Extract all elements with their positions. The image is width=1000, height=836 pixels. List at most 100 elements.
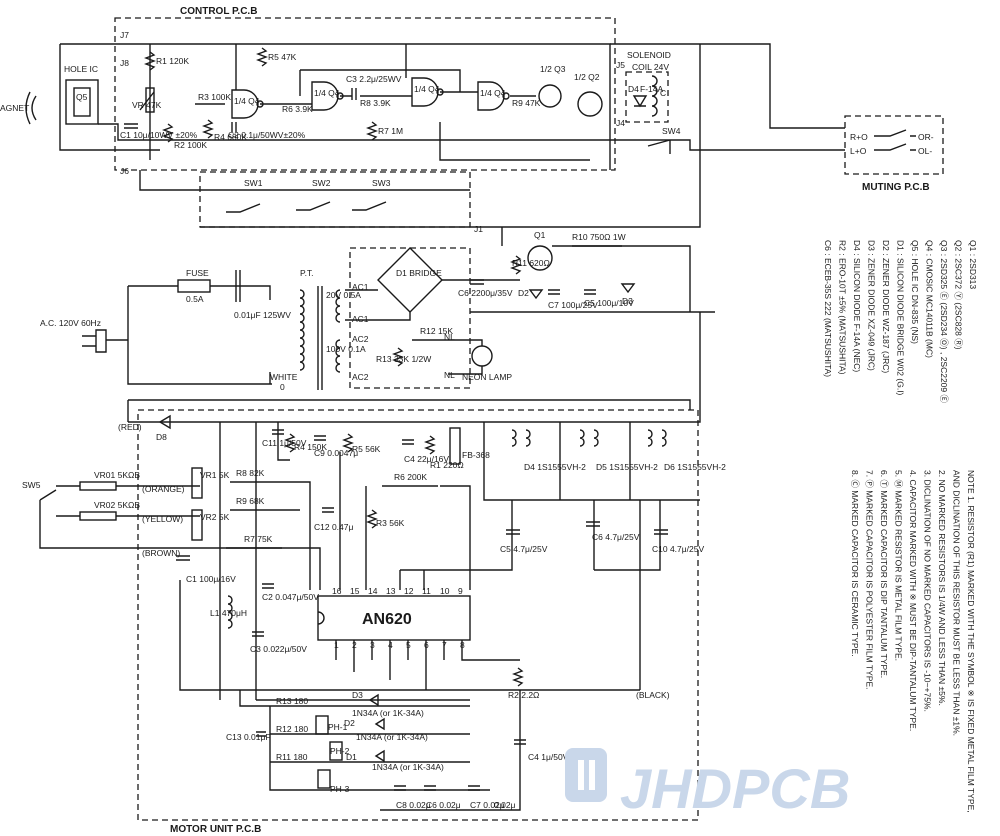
- svg-text:Q1: Q1: [534, 230, 546, 240]
- d3-zener: D3: [620, 283, 636, 306]
- svg-text:OR-: OR-: [918, 132, 934, 142]
- c6b-capacitor: C6 0.02μ: [424, 785, 461, 810]
- svg-text:L+O: L+O: [850, 146, 867, 156]
- svg-text:R13 180: R13 180: [276, 696, 308, 706]
- svg-text:9: 9: [458, 586, 463, 596]
- vr01-pot: VR01 5KΩB: [79, 470, 140, 491]
- r6m-resistor: R6 200K: [382, 472, 438, 487]
- note-line-6: 6. Ⓣ MARKED CAPACITOR IS DIP TANTALUM TY…: [879, 470, 889, 678]
- svg-text:0: 0: [280, 382, 285, 392]
- c6-capacitor: C6 2200μ/35V: [458, 279, 513, 298]
- d8-diode: D8: [156, 414, 171, 442]
- svg-text:R10 750Ω 1W: R10 750Ω 1W: [572, 232, 626, 242]
- svg-text:D1 BRIDGE: D1 BRIDGE: [396, 268, 442, 278]
- c5-capacitor: C5 100μ/10V: [584, 289, 634, 308]
- vr02-pot: VR02 5KΩB: [79, 500, 140, 521]
- svg-text:10: 10: [440, 586, 450, 596]
- c4m-capacitor: C4 22μ/16V: [402, 439, 449, 464]
- sw5-switch: SW5: [22, 480, 138, 549]
- parts-list-item-4: Q5 : HOLE IC DN-835 (NS): [910, 240, 920, 344]
- svg-text:D4 1S1555VH-2: D4 1S1555VH-2: [524, 462, 586, 472]
- brown-wire-label: (BROWN): [142, 548, 180, 558]
- solenoid-label: SOLENOID: [627, 50, 671, 60]
- svg-text:VR 47K: VR 47K: [132, 100, 162, 110]
- svg-text:C11 1μ/50V: C11 1μ/50V: [262, 438, 307, 448]
- svg-text:R9 47K: R9 47K: [512, 98, 541, 108]
- svg-text:1/4 Q4: 1/4 Q4: [234, 96, 260, 106]
- parts-list-item-7: D3 : ZENER DIODE XZ-049 (JRC): [867, 240, 877, 371]
- power-transformer: P.T. 20V 0.5A 100V 0.1A WHITE 0: [270, 268, 366, 392]
- motor-coils-d5: D5 1S1555VH-2: [579, 429, 658, 472]
- c4b-capacitor: C4 1μ/50V: [514, 739, 569, 762]
- r1-resistor: R1 120K: [144, 51, 189, 71]
- svg-text:VR1 5K: VR1 5K: [200, 470, 230, 480]
- svg-text:D5 1S1555VH-2: D5 1S1555VH-2: [596, 462, 658, 472]
- svg-text:D8: D8: [156, 432, 167, 442]
- svg-text:R3 56K: R3 56K: [376, 518, 405, 528]
- svg-text:C2 0.047μ/50V: C2 0.047μ/50V: [262, 592, 319, 602]
- sw2-switch: SW2: [296, 178, 331, 211]
- r4m-resistor: R4 150K: [284, 433, 327, 453]
- svg-text:A.C. 120V 60Hz: A.C. 120V 60Hz: [40, 318, 101, 328]
- c9-capacitor: C9 0.0047μ: [314, 435, 358, 458]
- svg-text:13: 13: [386, 586, 396, 596]
- note-line-0: NOTE 1. RESISTOR (R1) MARKED WITH THE SY…: [966, 470, 976, 813]
- note-line-1: AND DICLINATION OF THIS RESISTOR MUST BE…: [952, 470, 962, 736]
- d2m-diode: D2 1N34A (or 1K-34A): [344, 717, 428, 742]
- j7-label: J7: [120, 30, 129, 40]
- svg-text:D1: D1: [346, 752, 357, 762]
- c8-capacitor: C8 0.02μ: [394, 785, 431, 810]
- svg-text:C2 0.1μ/50WV±20%: C2 0.1μ/50WV±20%: [228, 130, 306, 140]
- yellow-wire-label: (YELLOW): [142, 514, 183, 524]
- r7m-resistor: R7 75K: [226, 534, 282, 549]
- svg-text:R2 2.2Ω: R2 2.2Ω: [508, 690, 539, 700]
- d3m-diode: D3 1N34A (or 1K-34A): [352, 690, 424, 718]
- r8m-resistor: R8 82K: [230, 468, 278, 483]
- q4d-nand-gate: 1/4 Q4: [477, 81, 510, 111]
- svg-text:D2: D2: [344, 718, 355, 728]
- q4c-nand-gate: 1/4 Q4: [411, 77, 444, 107]
- x-capacitor: 0.01μF 125WV: [234, 270, 291, 320]
- svg-text:R12 15K: R12 15K: [420, 326, 453, 336]
- c6m-capacitor: C6 4.7μ/25V: [586, 521, 640, 542]
- q1-transistor: Q1: [527, 230, 553, 271]
- svg-text:R3 100K: R3 100K: [198, 92, 231, 102]
- svg-text:R+O: R+O: [850, 132, 868, 142]
- vr-trimmer: VR 47K: [132, 87, 162, 113]
- c3-capacitor: C3 2.2μ/25WV: [346, 74, 402, 100]
- svg-text:SW1: SW1: [244, 178, 263, 188]
- q4b-nand-gate: 1/4 Q4: [311, 81, 344, 111]
- svg-text:R2 100K: R2 100K: [174, 140, 207, 150]
- r4-resistor: R4 680K: [202, 119, 247, 142]
- d2-zener: D2: [518, 288, 544, 300]
- svg-text:1N34A (or 1K-34A): 1N34A (or 1K-34A): [352, 708, 424, 718]
- parts-list-item-3: Q4 : CMOSIC MC14011B (MC): [925, 240, 935, 358]
- parts-list-item-10: C6 : ECEB-35S 222 (MATSUSHITA): [823, 240, 833, 377]
- svg-text:C7 0.02μ: C7 0.02μ: [470, 800, 505, 810]
- parts-list-item-8: D4 : SILICON DIODE F-14A (NEC): [852, 240, 862, 372]
- c2m-capacitor: C2 0.047μ/50V: [262, 583, 319, 602]
- svg-text:1/4 Q4: 1/4 Q4: [480, 88, 506, 98]
- svg-text:1/4 Q4: 1/4 Q4: [414, 84, 440, 94]
- sw1-switch: SW1: [226, 178, 263, 213]
- svg-text:SW5: SW5: [22, 480, 41, 490]
- j8-label: J8: [120, 58, 129, 68]
- svg-text:16: 16: [332, 586, 342, 596]
- fuse: FUSE 0.5A: [177, 268, 211, 304]
- c5m-capacitor: C5 4.7μ/25V: [500, 529, 548, 554]
- power-plug: A.C. 120V 60Hz: [40, 318, 128, 353]
- svg-text:R9 68K: R9 68K: [236, 496, 265, 506]
- svg-text:VR2 5K: VR2 5K: [200, 512, 230, 522]
- svg-text:R8 82K: R8 82K: [236, 468, 265, 478]
- svg-text:PH-1: PH-1: [328, 722, 348, 732]
- r12m-resistor: R12 180: [276, 724, 324, 735]
- svg-text:C3 0.022μ/50V: C3 0.022μ/50V: [250, 644, 307, 654]
- r2m-resistor: R2 2.2Ω: [508, 667, 539, 700]
- svg-text:R1 220Ω: R1 220Ω: [430, 460, 464, 470]
- svg-text:SW4: SW4: [662, 126, 681, 136]
- q3-transistor: 1/2 Q3: [538, 64, 566, 108]
- svg-text:NEON LAMP: NEON LAMP: [462, 372, 512, 382]
- extra-cap-label: 0.02μ: [494, 800, 516, 810]
